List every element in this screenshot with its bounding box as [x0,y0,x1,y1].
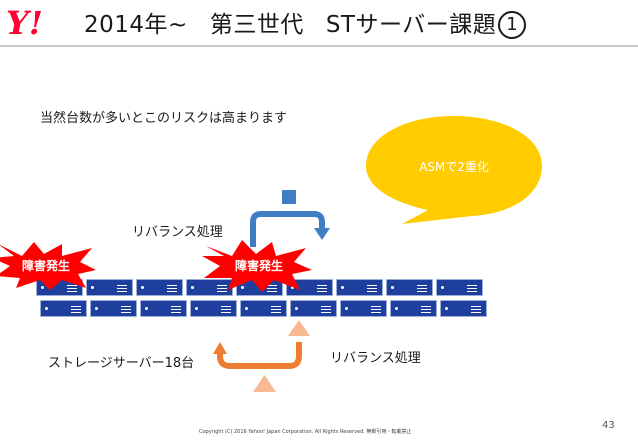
server-led-icon [295,307,298,310]
server-vent-icon [117,285,127,292]
server-vent-icon [471,306,481,313]
blue-rebalance-arrow [250,211,325,247]
server-vent-icon [71,306,81,313]
bubble-label: ASMで2重化 [419,160,489,174]
server-vent-icon [167,285,177,292]
storage-server [390,300,437,317]
server-led-icon [245,307,248,310]
rebalance-label-bottom: リバランス処理 [330,351,421,366]
storage-server [190,300,237,317]
server-led-icon [141,286,144,289]
server-vent-icon [417,285,427,292]
storage-server [290,300,337,317]
storage-server-label: ストレージサーバー18台 [48,356,195,371]
title-divider [0,45,638,47]
logo-mark: Y! [6,4,43,40]
storage-server [436,279,483,296]
title-st: STサーバー課題 [325,12,497,38]
storage-server [440,300,487,317]
server-vent-icon [171,306,181,313]
storage-server [140,300,187,317]
server-led-icon [191,286,194,289]
server-led-icon [345,307,348,310]
server-led-icon [195,307,198,310]
storage-server [340,300,387,317]
fault-burst-1 [0,242,96,290]
fault-label-2: 障害発生 [234,259,283,273]
server-led-icon [95,307,98,310]
fault-label-1: 障害発生 [21,259,70,273]
server-vent-icon [371,306,381,313]
speech-bubble [366,116,542,224]
page-number: 43 [602,420,615,431]
orange-arrow-head [213,342,227,354]
server-led-icon [441,286,444,289]
storage-server [240,300,287,317]
server-led-icon [91,286,94,289]
server-vent-icon [221,306,231,313]
server-led-icon [395,307,398,310]
server-vent-icon [367,285,377,292]
storage-server [336,279,383,296]
server-led-icon [445,307,448,310]
server-led-icon [341,286,344,289]
yahoo-logo-icon: Y! [6,4,43,40]
title-number-badge: 1 [498,11,527,39]
server-led-icon [391,286,394,289]
data-block-icon [282,190,296,204]
blue-arrow-head [314,228,330,240]
server-vent-icon [317,285,327,292]
server-vent-icon [321,306,331,313]
storage-server [86,279,133,296]
storage-server [90,300,137,317]
storage-server [386,279,433,296]
server-led-icon [41,286,44,289]
server-vent-icon [67,285,77,292]
rebalance-label-top: リバランス処理 [132,225,223,240]
peach-triangle-lower [253,375,276,392]
title-year: 2014年~ [84,12,188,38]
server-vent-icon [267,285,277,292]
storage-server [40,300,87,317]
server-led-icon [45,307,48,310]
server-vent-icon [467,285,477,292]
server-led-icon [241,286,244,289]
fault-burst-2 [202,240,312,292]
peach-triangle-upper [288,320,310,336]
server-vent-icon [421,306,431,313]
server-vent-icon [217,285,227,292]
server-vent-icon [271,306,281,313]
title-main: 第三世代 [209,12,304,38]
storage-server [286,279,333,296]
orange-rebalance-arrow [217,342,302,369]
copyright-text: Copyright (C) 2016 Yahoo! Japan Corporat… [199,429,412,435]
server-led-icon [291,286,294,289]
intro-text: 当然台数が多いとこのリスクは高まります [40,111,288,126]
server-vent-icon [121,306,131,313]
server-led-icon [145,307,148,310]
storage-server [136,279,183,296]
